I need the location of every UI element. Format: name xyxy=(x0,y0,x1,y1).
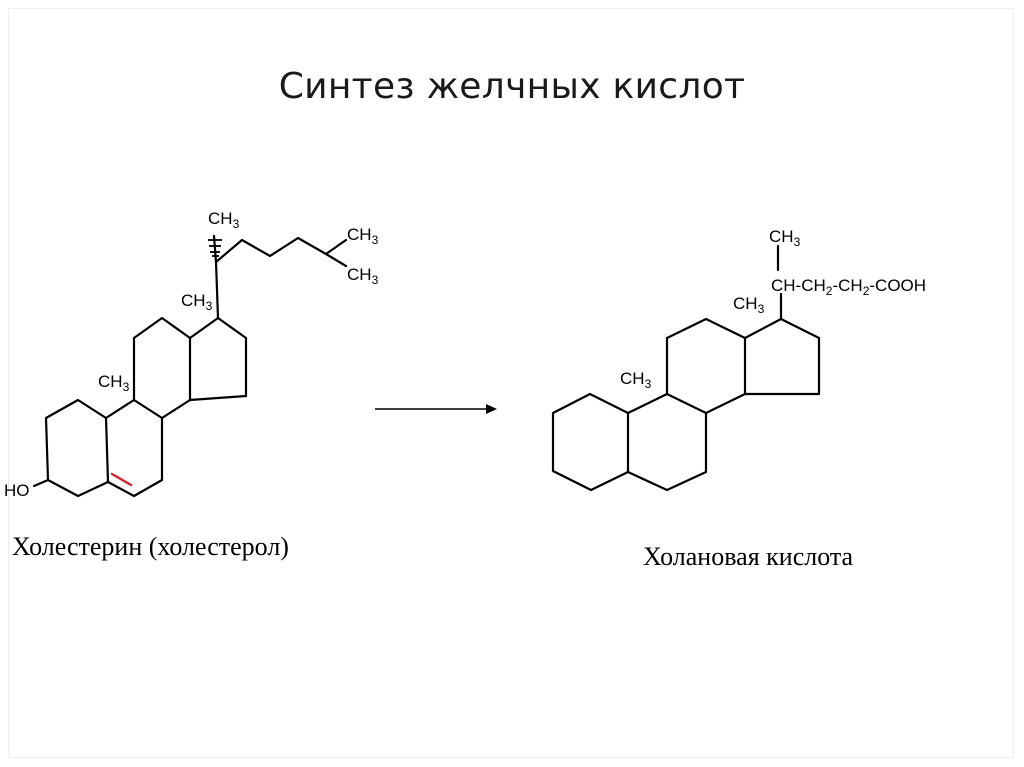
ring-c xyxy=(665,317,747,415)
ring-d xyxy=(743,317,821,396)
methyl-label-c19: CH3 xyxy=(98,372,130,394)
stereo-hash xyxy=(208,239,222,257)
ring-b xyxy=(104,398,164,498)
methyl-label-c19: CH3 xyxy=(620,369,652,391)
methyl-label-c27: CH3 xyxy=(347,265,379,287)
side-chain xyxy=(214,236,348,264)
ring-d xyxy=(188,316,248,402)
ring-a xyxy=(44,398,110,498)
cholanic-acid-caption: Холановая кислота xyxy=(643,542,854,571)
side-chain-label: CH-CH2-CH2-COOH xyxy=(771,276,926,298)
double-bond-highlight xyxy=(110,472,133,487)
methyl-label-c18: CH3 xyxy=(181,291,213,313)
cholanic-acid-structure: CH3 CH3 CH3 CH-CH2-CH2-COOH xyxy=(551,227,926,492)
slide-frame xyxy=(8,8,1014,758)
methyl-label-c21: CH3 xyxy=(769,227,801,249)
methyl-label-c18: CH3 xyxy=(733,294,765,316)
ring-a xyxy=(551,392,630,492)
cholesterol-structure: HO CH3 CH3 CH3 CH3 CH3 xyxy=(4,209,379,500)
methyl-label-c26: CH3 xyxy=(347,225,379,247)
side-chain-bond xyxy=(214,260,220,320)
ring-c xyxy=(132,316,192,420)
slide-title: Синтез желчных кислот xyxy=(278,66,746,107)
hydroxyl-bond xyxy=(32,478,50,488)
methyl-label-c21: CH3 xyxy=(208,209,240,231)
reaction-arrow xyxy=(375,404,497,414)
hydroxyl-label: HO xyxy=(4,481,30,500)
ring-b xyxy=(626,392,708,492)
cholesterol-caption: Холестерин (холестерол) xyxy=(12,532,289,561)
terminal-methyl-bond xyxy=(324,252,348,268)
